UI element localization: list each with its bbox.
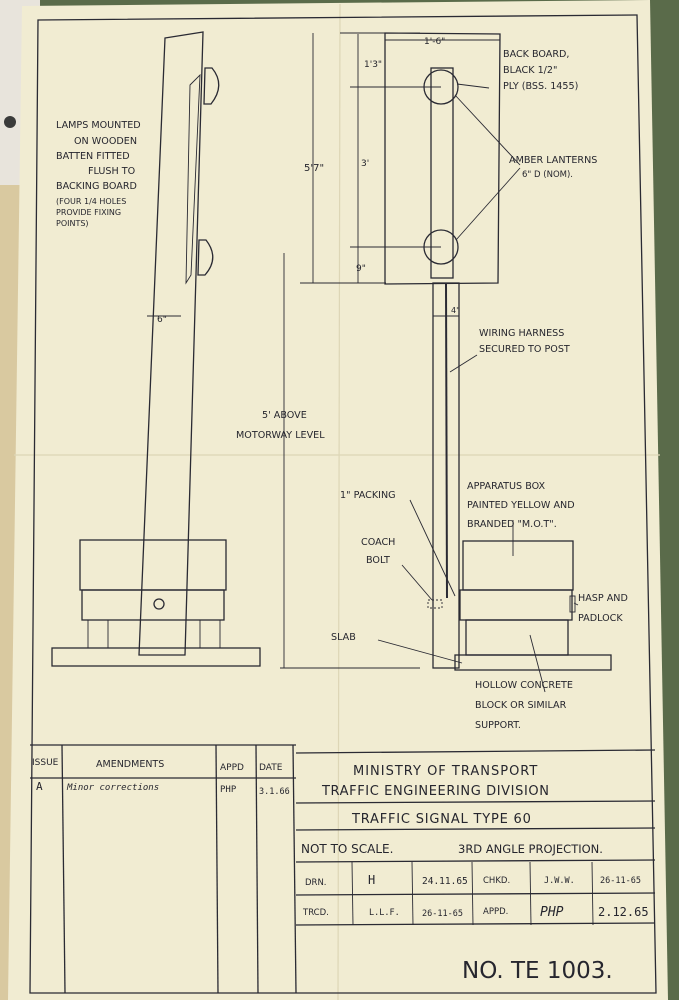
- dim-label-post-width: 6": [157, 315, 167, 325]
- side-elevation: [51, 31, 261, 667]
- dim-label-top-offset: 1'3": [364, 60, 382, 70]
- coach-bolt-hole: [153, 598, 165, 610]
- back-board-note-2: BLACK 1/2": [503, 65, 557, 76]
- front-elevation: [280, 32, 612, 693]
- paper-sheet: [8, 0, 668, 1000]
- wiring-note-1: WIRING HARNESS: [479, 328, 564, 339]
- dim-label-board-width: 1'-6": [424, 37, 445, 47]
- lamps-note-2: ON WOODEN: [74, 136, 137, 147]
- dim-label-post-small: 4": [451, 306, 460, 315]
- side-slab: [51, 647, 261, 667]
- annotations: LAMPS MOUNTED ON WOODEN BATTEN FITTED FL…: [56, 37, 628, 731]
- side-lamp-top: [203, 67, 220, 105]
- title-block: MINISTRY OF TRANSPORT TRAFFIC ENGINEERIN…: [295, 749, 656, 984]
- coach-note-2: BOLT: [366, 555, 390, 566]
- hasp-note-2: PADLOCK: [578, 613, 623, 624]
- coach-note-1: COACH: [361, 537, 395, 548]
- leader-coach-bolt: [401, 564, 433, 601]
- row-issue: A: [36, 780, 43, 793]
- appd-date: 2.12.65: [598, 905, 649, 919]
- level-note-2: MOTORWAY LEVEL: [236, 430, 325, 441]
- holes-note-2: PROVIDE FIXING: [56, 208, 121, 217]
- row-date: 3.1.66: [259, 787, 290, 797]
- side-post: [138, 31, 204, 656]
- lamps-note-4: FLUSH TO: [88, 166, 136, 177]
- appd-initials: PHP: [540, 905, 564, 920]
- trcd-initials: L.L.F.: [369, 908, 400, 918]
- coach-bolt: [427, 599, 443, 609]
- chkd-label: CHKD.: [483, 876, 510, 886]
- drawing-title: TRAFFIC SIGNAL TYPE 60: [351, 812, 532, 827]
- apparatus-note-1: APPARATUS BOX: [467, 481, 546, 492]
- side-box-lower: [81, 589, 225, 621]
- fold-line: [337, 3, 341, 1000]
- side-lamp-bottom: [197, 239, 214, 276]
- amendments-table: ISSUE AMENDMENTS APPD DATE A Minor corre…: [30, 744, 297, 994]
- header-amendments: AMENDMENTS: [96, 759, 164, 770]
- drn-initials: H: [368, 873, 375, 887]
- lamps-note-3: BATTEN FITTED: [56, 151, 130, 162]
- apparatus-note-2: PAINTED YELLOW AND: [467, 500, 575, 511]
- lanterns-note-1: AMBER LANTERNS: [509, 155, 597, 166]
- org-line-1: MINISTRY OF TRANSPORT: [353, 764, 538, 779]
- leader-slab: [377, 639, 463, 664]
- level-note-1: 5' ABOVE: [262, 410, 307, 421]
- header-date: DATE: [259, 763, 283, 773]
- slab-note: SLAB: [331, 632, 356, 643]
- leader-lantern-bottom: [455, 167, 521, 241]
- drn-label: DRN.: [305, 878, 327, 888]
- lamps-note-1: LAMPS MOUNTED: [56, 120, 141, 131]
- dim-label-bottom-offset: 9": [356, 264, 366, 274]
- leader-wiring: [449, 354, 478, 373]
- drawing-border: [29, 14, 657, 994]
- chkd-date: 26-11-65: [600, 876, 641, 886]
- row-appd: PHP: [220, 785, 237, 795]
- apparatus-note-3: BRANDED "M.O.T".: [467, 519, 557, 530]
- punch-hole: [4, 116, 16, 128]
- leader-packing: [409, 499, 456, 597]
- front-batten: [430, 67, 454, 279]
- back-board-note-3: PLY (BSS. 1455): [503, 81, 578, 92]
- header-issue: ISSUE: [32, 758, 59, 768]
- holes-note-1: (FOUR 1/4 HOLES: [56, 197, 126, 206]
- lamps-note-5: BACKING BOARD: [56, 181, 137, 192]
- org-line-2: TRAFFIC ENGINEERING DIVISION: [321, 784, 550, 799]
- drn-date: 24.11.65: [422, 876, 468, 887]
- lanterns-note-2: 6" D (NOM).: [522, 170, 573, 180]
- row-amendment: Minor corrections: [66, 783, 159, 793]
- leader-hasp: [573, 602, 579, 606]
- chkd-initials: J.W.W.: [544, 876, 575, 886]
- hollow-note-1: HOLLOW CONCRETE: [475, 680, 573, 691]
- back-board-note-1: BACK BOARD,: [503, 49, 569, 60]
- leader-lantern-top: [454, 94, 521, 166]
- trcd-label: TRCD.: [302, 908, 329, 918]
- appd-label: APPD.: [483, 907, 508, 917]
- hollow-note-3: SUPPORT.: [475, 720, 521, 731]
- wiring-note-2: SECURED TO POST: [479, 344, 570, 355]
- projection-note: 3RD ANGLE PROJECTION.: [458, 842, 603, 856]
- packing-note: 1" PACKING: [340, 490, 396, 501]
- back-board: [384, 32, 501, 285]
- dim-label-lantern-spacing: 3': [361, 159, 369, 169]
- hasp-note-1: HASP AND: [578, 593, 628, 604]
- front-slab: [454, 654, 612, 671]
- trcd-date: 26-11-65: [422, 909, 463, 919]
- dim-label-overall-height: 5'7": [304, 163, 324, 174]
- leader-back-board: [456, 83, 490, 89]
- header-appd: APPD: [220, 763, 244, 773]
- holes-note-3: POINTS): [56, 219, 89, 228]
- drawing-number: NO. TE 1003.: [462, 958, 613, 984]
- hollow-note-2: BLOCK OR SIMILAR: [475, 700, 567, 711]
- scale-note: NOT TO SCALE.: [301, 842, 393, 856]
- wiring-harness: [445, 282, 448, 599]
- side-batten: [185, 73, 201, 285]
- leader-hollow: [529, 634, 546, 693]
